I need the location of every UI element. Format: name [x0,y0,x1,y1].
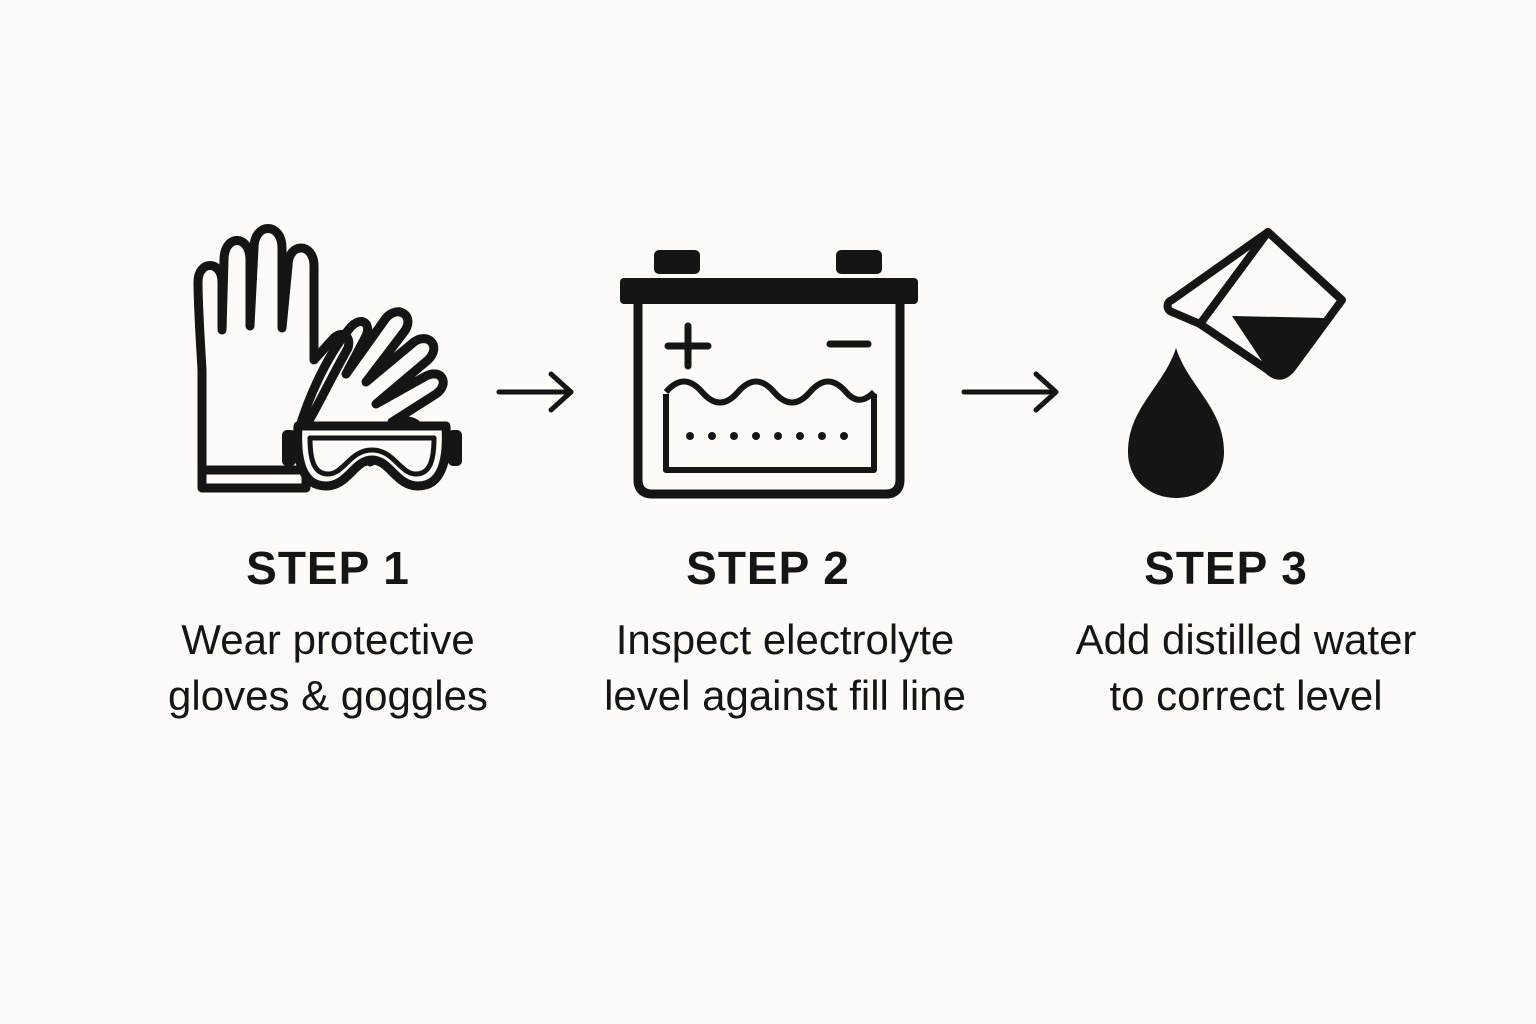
battery-terminal-icon [836,250,882,274]
step-2-description-line: Inspect electrolyte [615,616,955,663]
electrolyte-chamber-icon [663,378,877,473]
plus-icon [664,322,712,370]
step-1-title: STEP 1 [246,542,410,594]
glove-left-icon [193,224,354,493]
goggles-icon [282,421,462,491]
step-2-title: STEP 2 [686,542,850,594]
water-pour-icon [1128,228,1346,498]
glove-right-icon [295,307,448,467]
step-1-description-line: Wear protective [181,616,475,663]
battery-terminal-icon [654,250,700,274]
step-2-description: Inspect electrolyte level against fill l… [555,612,1015,724]
beaker-icon [1163,228,1346,380]
step-3-description: Add distilled water to correct level [1016,612,1476,724]
right-arrow-icon [496,371,574,413]
battery-electrolyte-icon [620,250,918,499]
fill-line-icon [686,432,848,440]
water-drop-icon [1128,348,1224,498]
step-2-description-line: level against fill line [604,672,966,719]
step-1-description: Wear protective gloves & goggles [98,612,558,724]
right-arrow-icon [961,371,1059,413]
step-3-title: STEP 3 [1144,542,1308,594]
gloves-goggles-icon [193,224,462,493]
step-3-description-line: Add distilled water [1075,616,1417,663]
step-3-description-line: to correct level [1109,672,1383,719]
step-1-description-line: gloves & goggles [168,672,488,719]
